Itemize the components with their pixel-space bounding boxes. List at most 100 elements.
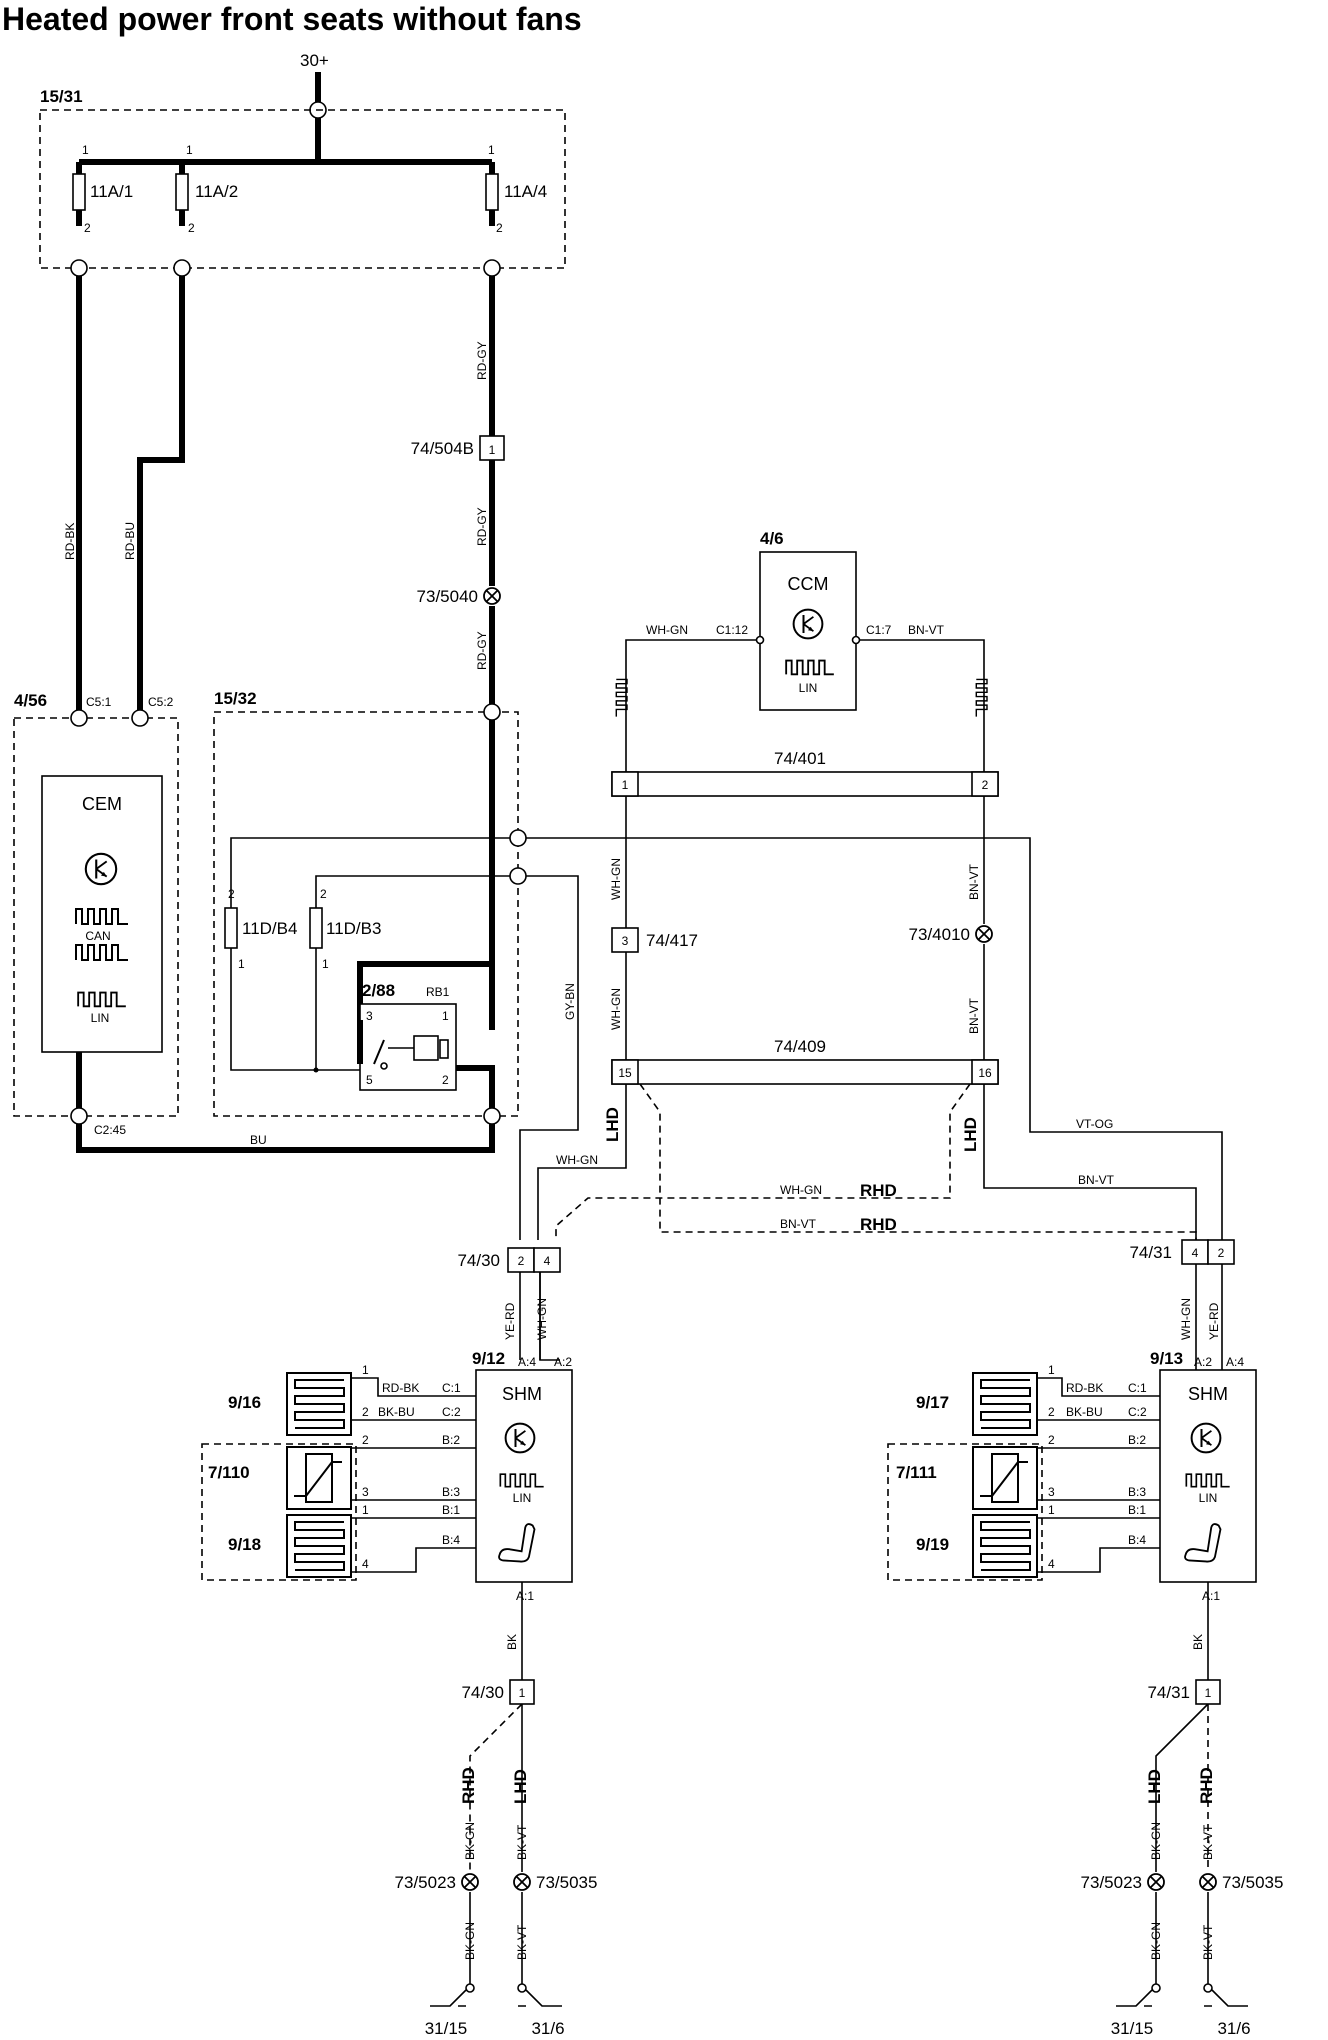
connector-74-30-pin4-box [533,1247,561,1273]
wire-bk-vt-left-label: BK-VT [515,1824,529,1860]
connector-74-417-label: 74/417 [646,931,698,950]
wire-bn-vt-ccm [859,639,985,780]
lhd-tag-ground-left: LHD [511,1769,530,1804]
terminal-vt-og [509,829,527,847]
wire-rd-gy-label-1: RD-GY [475,341,489,380]
cem-box-label: 4/56 [14,691,47,710]
sensor-7-110-pin2: 2 [362,1433,369,1447]
wire-bk-left-label: BK [505,1634,519,1650]
connector-74-417-pin: 3 [622,934,629,948]
heater-9-18-pin4: 4 [362,1557,369,1571]
connector-74-504b-body [479,435,505,461]
fuse-11a1-body [72,173,86,211]
shm-right-pin-c2: C:2 [1128,1405,1147,1419]
wire-ye-rd-left-label: YE-RD [503,1302,517,1340]
wire-rd-bu [137,276,185,710]
shm-left-lin-label: LIN [513,1491,532,1505]
wire-bk-gn-right-label: BK-GN [1149,1822,1163,1860]
fuse-11d-b3-label: 11D/B3 [326,919,381,938]
component-9-19-label: 9/19 [916,1535,949,1554]
connector-74-401-label: 74/401 [774,749,826,768]
connector-74-409-pin15: 15 [618,1066,632,1080]
cem-pin-c2-45-label: C2:45 [94,1123,126,1137]
sensor-7-110-pin3: 3 [362,1485,369,1499]
terminal-11a1 [70,259,88,277]
rhd-tag-lower: RHD [860,1215,897,1234]
connector-74-417-body [611,927,639,953]
ccm-pin-c1-7: C1:7 [866,623,892,637]
fuse-11d-b3-pin1: 1 [322,957,329,971]
wire-ye-rd-right-label: YE-RD [1207,1302,1221,1340]
wire-bn-vt-mid-label-1: BN-VT [967,863,981,900]
fuse-11d-b4-pin1: 1 [238,957,245,971]
wire-bn-vt-rhd-label: BN-VT [780,1217,817,1231]
relay-coil-resistor [439,1039,449,1059]
splice-73-5035-left-label: 73/5035 [536,1873,597,1892]
wire-wh-gn-mid-label-1: WH-GN [609,858,623,900]
ground-icon-31-6-right [1204,1989,1248,2007]
connector-74-30-ground-label: 74/30 [461,1683,504,1702]
wire-vt-og [526,837,1223,1240]
splice-73-5023-left-icon [461,1873,479,1891]
fuse-11a2-body [175,173,189,211]
cem-pin-c5-1 [70,709,88,727]
heater-9-18-pin1: 1 [362,1503,369,1517]
wire-gy-bn-label: GY-BN [563,983,577,1020]
relay-pin3: 3 [366,1009,373,1023]
cem-pin-c2-45 [70,1107,88,1125]
fuse-11a1: 11A/1 1 2 [72,143,133,235]
fuse-11a2-pin1: 1 [186,143,193,157]
sensor-7-111-pin3: 3 [1048,1485,1055,1499]
wire-wh-gn-rhd-label: WH-GN [780,1183,822,1197]
wire-bk-vt-left-label-2: BK-VT [515,1924,529,1960]
connector-74-504b-pin: 1 [489,443,496,457]
connector-74-31-pin4: 4 [1192,1246,1199,1260]
ground-icon-31-6-left [518,1989,562,2007]
component-9-13-label: 9/13 [1150,1349,1183,1368]
right-seat-circuit: 74/31 4 2 WH-GN YE-RD 9/13 A:2 A:4 SHM L… [887,1239,1283,2038]
fuse-11a4-label: 11A/4 [504,182,547,201]
terminal-gy-bn [509,867,527,885]
splice-73-5023-right-icon [1147,1873,1165,1891]
shm-left-pin-a2: A:2 [554,1355,572,1369]
shm-left-pin-a1: A:1 [516,1589,534,1603]
wire-bk-gn-left-label-2: BK-GN [463,1922,477,1960]
component-7-111-label: 7/111 [896,1463,937,1482]
terminal-11a2 [173,259,191,277]
shm-left-name: SHM [502,1384,542,1404]
rhd-tag-upper: RHD [860,1181,897,1200]
connector-74-31-ground-pin: 1 [1205,1686,1212,1700]
shm-left-pin-c2: C:2 [442,1405,461,1419]
heater-9-17-icon [972,1372,1038,1436]
fuse-11a1-pin1: 1 [82,143,89,157]
wire-rd-bk-seat-left [352,1377,476,1397]
connector-74-504b-label: 74/504B [411,439,474,458]
ccm-module: 4/6 CCM LIN C1:12 C1:7 [716,529,892,711]
fuse-11d-b4-body [224,907,238,949]
lhd-tag-right: LHD [961,1117,980,1152]
diagram-title: Heated power front seats without fans [2,1,582,37]
shm-left-body [475,1369,573,1583]
wire-wh-gn-mid-label-2: WH-GN [609,988,623,1030]
shm-left-pin-b3: B:3 [442,1485,460,1499]
connector-74-409-label: 74/409 [774,1037,826,1056]
ground-31-6-left-label: 31/6 [531,2019,564,2038]
wires-to-shm-right [1195,1264,1223,1370]
ccm-pin-c1-12: C1:12 [716,623,748,637]
connector-74-31-ground-label: 74/31 [1147,1683,1190,1702]
ground-wires-right [1155,1892,1209,1984]
sensor-7-111-pin2: 2 [1048,1433,1055,1447]
splice-73-5023-right-label: 73/5023 [1081,1873,1142,1892]
fuse-box-15-31-outline [39,109,566,269]
fuse-11a4: 11A/4 1 2 [485,143,547,235]
heater-9-16-pin2: 2 [362,1405,369,1419]
cem-pin-c5-2 [131,709,149,727]
wire-wh-gn-rhd [555,1083,971,1240]
cem-name: CEM [82,794,122,814]
heater-9-17-pin1: 1 [1048,1363,1055,1377]
connector-74-31-pin2-box [1207,1239,1235,1265]
component-9-18-label: 9/18 [228,1535,261,1554]
shm-right-pin-b1: B:1 [1128,1503,1146,1517]
wire-11d-b4-out [230,837,518,908]
relay-box-15-32: 15/32 [213,689,519,1125]
